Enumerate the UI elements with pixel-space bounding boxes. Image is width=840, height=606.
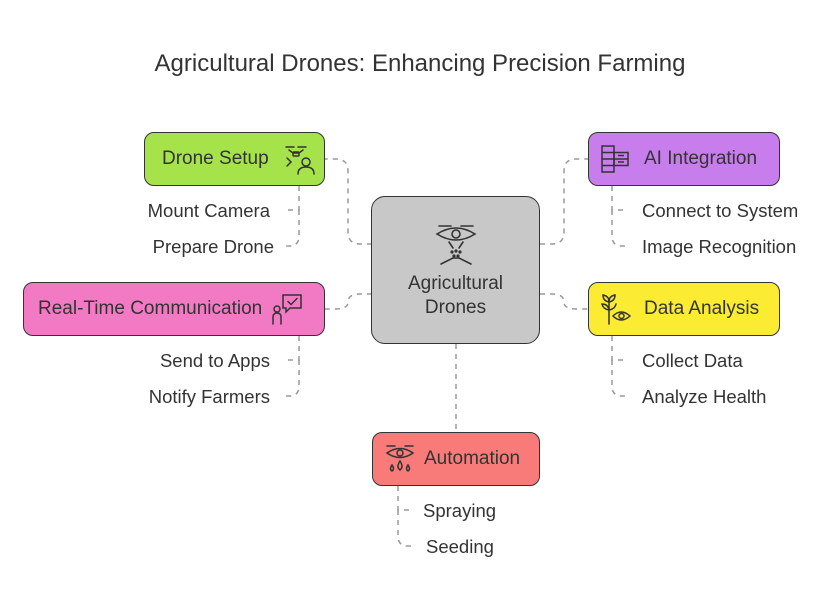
- leaf-notify-farmers: Notify Farmers: [148, 386, 270, 407]
- leaf-spraying: Spraying: [423, 500, 497, 521]
- leaf-send-to-apps: Send to Apps: [159, 350, 270, 371]
- connector-spraying: [397, 486, 414, 511]
- connector-send-apps: [283, 336, 300, 361]
- eye-droplets-icon: [385, 445, 415, 472]
- person-chat-check-icon: [272, 294, 302, 325]
- drone-user-icon: [284, 146, 315, 175]
- center-node: Agricultural Drones: [371, 196, 540, 344]
- leaf-prepare-drone: Prepare Drone: [152, 236, 274, 257]
- leaf-image-recognition: Image Recognition: [642, 236, 797, 257]
- connector-mount-camera: [283, 186, 300, 211]
- automation-label: Automation: [424, 448, 521, 469]
- server-rack-icon: [601, 145, 629, 173]
- connector-drone-setup: [325, 158, 372, 245]
- plant-eye-icon: [601, 294, 632, 325]
- branch-automation[interactable]: Automation: [372, 432, 540, 486]
- real-time-communication-label: Real-Time Communication: [38, 298, 263, 319]
- leaf-analyze-health: Analyze Health: [642, 386, 767, 407]
- connector-collect-data: [611, 336, 628, 361]
- connector-image-recognition: [611, 210, 628, 247]
- leaf-connect-to-system: Connect to System: [642, 200, 799, 221]
- leaf-collect-data: Collect Data: [642, 350, 743, 371]
- connector-real-time: [325, 293, 372, 310]
- branch-drone-setup[interactable]: Drone Setup: [144, 132, 325, 186]
- connector-seeding: [397, 510, 414, 547]
- ai-integration-label: AI Integration: [644, 148, 758, 169]
- leaf-seeding: Seeding: [426, 536, 494, 557]
- branch-data-analysis[interactable]: Data Analysis: [588, 282, 780, 336]
- leaf-mount-camera: Mount Camera: [147, 200, 270, 221]
- branch-ai-integration[interactable]: AI Integration: [588, 132, 780, 186]
- drone-setup-label: Drone Setup: [162, 148, 269, 169]
- connector-connect-system: [611, 186, 628, 211]
- branch-real-time-communication[interactable]: Real-Time Communication: [23, 282, 325, 336]
- connector-ai-integration: [540, 158, 588, 245]
- connector-notify-farmers: [283, 360, 300, 397]
- center-label-line1: Agricultural: [407, 273, 504, 294]
- diagram-title: Agricultural Drones: Enhancing Precision…: [154, 50, 686, 77]
- connector-prepare-drone: [283, 210, 300, 247]
- connector-analyze-health: [611, 360, 628, 397]
- data-analysis-label: Data Analysis: [644, 298, 760, 319]
- connector-data-analysis: [540, 293, 588, 310]
- drone-eye-icon: [435, 225, 476, 265]
- center-label-line2: Drones: [424, 297, 487, 318]
